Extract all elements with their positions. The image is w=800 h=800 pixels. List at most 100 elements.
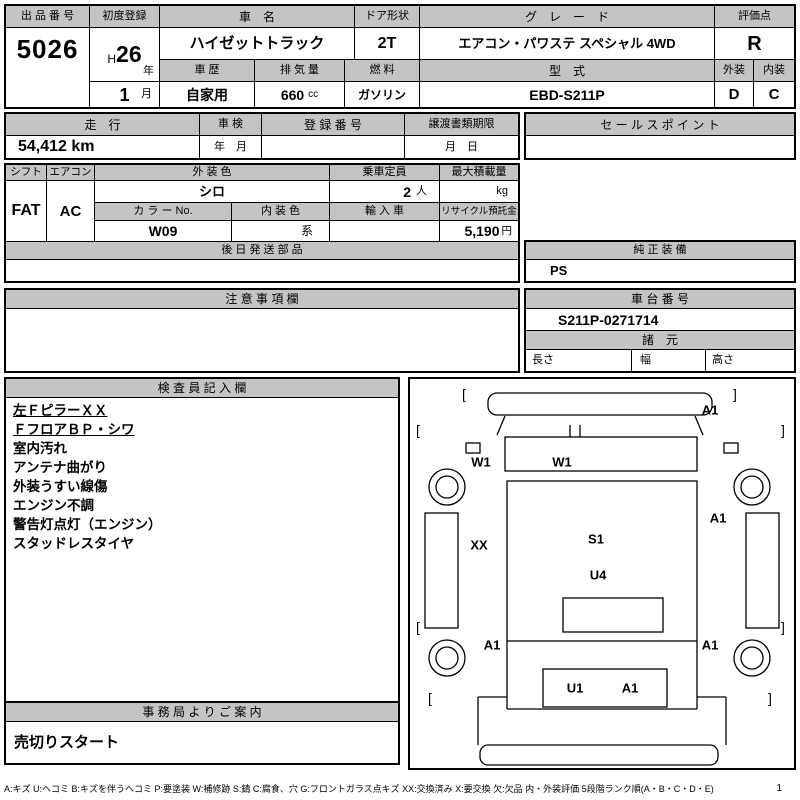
specs-table: シフト エアコン 外 装 色 乗車定員 最大積載量 FAT AC シロ 2 人 … [4,163,520,283]
panel-bracket: ] [781,619,785,635]
recycle-deposit-label: リサイクル預託金 [440,203,518,221]
capacity-cell: 2 人 [330,181,440,203]
aircon-label: エアコン [47,165,95,181]
exterior-color-value: シロ [95,181,330,203]
color-number-label: カ ラ ー No. [95,203,232,221]
history-label: 車 歴 [160,60,255,82]
import-label: 輸 入 車 [330,203,440,221]
shift-label: シフト [6,165,47,181]
inspector-note: エンジン不調 [13,498,94,513]
inspector-label: 検 査 員 記 入 欄 [6,379,398,398]
panel-bracket: ] [733,386,737,402]
front-left-wheel [428,468,466,506]
right-gate [745,512,780,629]
dimensions-label: 諸 元 [526,331,794,350]
cab-roof [504,436,698,472]
registration-number-label: 登 録 番 号 [262,114,405,136]
panel-bracket: [ [428,690,432,706]
inspector-note: 警告灯点灯（エンジン） [13,517,162,532]
capacity-label: 乗車定員 [330,165,440,181]
color-number-value: W09 [95,221,232,242]
vehicle-header-table: 出 品 番 号 初度登録 車 名 ドア形状 グ レ ー ド 評価点 5026 H… [4,4,796,109]
sales-point-value [526,136,794,158]
lot-number-label: 出 品 番 号 [6,6,90,28]
office-label: 事 務 局 よ り ご 案 内 [6,703,398,722]
recycle-deposit-unit: 円 [501,224,513,237]
damage-mark-w1: W1 [552,454,572,470]
inspection-value: 年 月 [200,136,262,158]
damage-mark-a1: A1 [621,680,639,696]
history-value: 自家用 [160,82,255,107]
panel-bracket: [ [416,619,420,635]
truck-outline [424,392,780,766]
era-letter: H [107,51,117,66]
genuine-equipment-label: 純 正 装 備 [526,242,794,260]
later-parts-label: 後 日 発 送 部 品 [6,242,518,260]
fuel-value: ガソリン [345,82,420,107]
inspector-note: ＦフロアＢＰ・シワ [13,422,135,437]
max-load-label: 最大積載量 [440,165,518,181]
damage-mark-u1: U1 [566,680,584,696]
left-gate [424,512,459,629]
first-registration-label: 初度登録 [90,6,160,28]
exterior-color-label: 外 装 色 [95,165,330,181]
mileage-value: 54,412 km [6,136,200,158]
footer-legend-row: A:キズ U:ヘコミ B:キズを伴うヘコミ P:要塗装 W:補修跡 S:錆 C:… [4,780,796,796]
rear-right-wheel [733,639,771,677]
interior-grade-label: 内装 [754,60,794,82]
genuine-equipment-value: PS [550,263,568,278]
page-number: 1 [776,782,782,794]
sales-point-label: セ ー ル ス ポ イ ン ト [526,114,794,136]
capacity-value: 2 [403,183,411,200]
fuel-label: 燃 料 [345,60,420,82]
inspector-note: 室内汚れ [13,441,67,456]
left-mirror [465,442,481,454]
inspection-label: 車 検 [200,114,262,136]
panel-bracket: [ [416,422,420,438]
damage-mark-s1: S1 [588,531,604,547]
chassis-box: 車 台 番 号 S211P-0271714 諸 元 長さ 幅 高さ [524,288,796,373]
inspector-note: 左ＦピラーＸＸ [13,403,108,418]
score-label: 評価点 [715,6,794,28]
transfer-deadline-value: 月 日 [445,140,478,153]
rear-left-wheel [428,639,466,677]
grade-value: エアコン・パワステ スペシャル 4WD [420,28,715,60]
door-shape-label: ドア形状 [355,6,420,28]
model-code-value: EBD-S211P [420,82,715,107]
width-label: 幅 [632,350,706,371]
rear-panel [542,668,668,708]
chassis-number-value: S211P-0271714 [526,309,794,331]
chassis-number-label: 車 台 番 号 [526,290,794,309]
displacement-cell: 660 cc [255,82,345,107]
damage-mark-a1: A1 [701,402,719,418]
inspector-notes: 左ＦピラーＸＸ ＦフロアＢＰ・シワ室内汚れアンテナ曲がり外装うすい線傷エンジン不調… [6,401,398,553]
height-label: 高さ [712,354,734,366]
front-bumper [487,392,713,416]
inspector-note: 外装うすい線傷 [13,479,108,494]
interior-grade-value: C [768,86,780,103]
damage-mark-a1: A1 [701,637,719,653]
max-load-value: kg [440,181,518,203]
genuine-equipment-box: 純 正 装 備 PS [524,240,796,283]
car-name-label: 車 名 [160,6,355,28]
lot-number-value: 5026 [6,28,90,107]
capacity-unit: 人 [416,185,427,197]
car-name-value: ハイゼットトラック [160,28,355,60]
panel-bracket: [ [462,386,466,402]
caution-label: 注 意 事 項 欄 [6,290,518,309]
grade-label: グ レ ー ド [420,6,715,28]
door-shape-value: 2T [355,28,420,60]
caution-value [6,309,518,371]
score-value: R [715,28,794,60]
displacement-label: 排 気 量 [255,60,345,82]
damage-mark-xx: XX [470,537,488,553]
first-registration-year-cell: H 26 年 [90,28,160,82]
panel-bracket: ] [781,422,785,438]
first-registration-month-value: 1 [119,84,130,105]
right-mirror [723,442,739,454]
exterior-grade-value: D [715,82,754,107]
inspector-note: アンテナ曲がり [13,460,107,475]
